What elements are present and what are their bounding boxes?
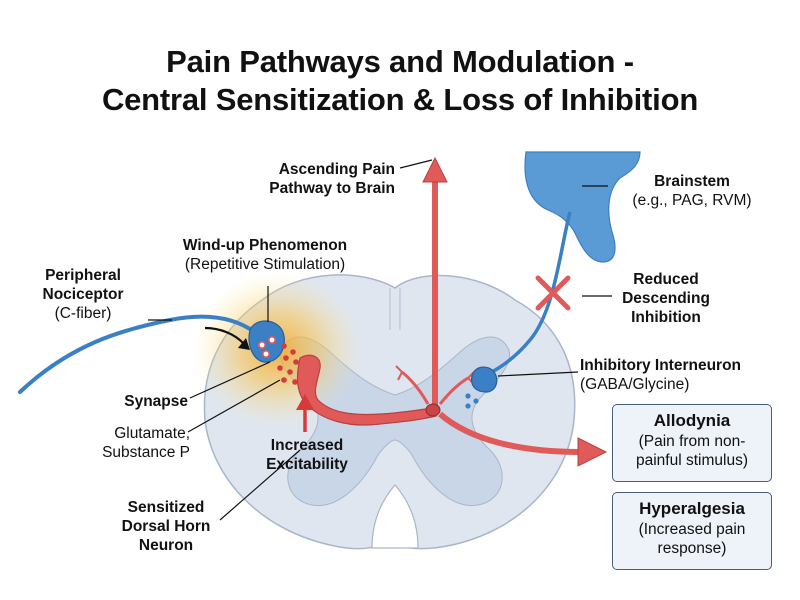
gaba-dots (465, 393, 479, 409)
interneuron-label: Inhibitory Interneuron (GABA/Glycine) (580, 357, 742, 393)
inhibitory-terminal (471, 366, 498, 393)
page-title-line2: Central Sensitization & Loss of Inhibiti… (101, 82, 699, 117)
ascending-arrowhead (422, 156, 448, 183)
peripheral-nociceptor-fiber (18, 314, 264, 394)
reduced-inhibition-label: Reduced Descending Inhibition (622, 271, 710, 326)
page-title-line1: Pain Pathways and Modulation - (166, 44, 634, 79)
nociceptor-terminal (248, 320, 285, 363)
descending-fiber (487, 211, 572, 376)
ascending-label: Ascending Pain Pathway to Brain (269, 161, 395, 197)
synapse-pointer-arrow (204, 326, 245, 345)
ventral-fissure (371, 484, 419, 549)
sensitized-neuron-label: Sensitized Dorsal Horn Neuron (121, 499, 211, 554)
neurotransmitter-label: Glutamate, Substance P (102, 425, 190, 461)
output-arrowhead (577, 437, 608, 467)
brainstem-shape (524, 151, 641, 263)
leader-lines (148, 159, 612, 521)
synapse-label: Synapse (124, 393, 188, 410)
reduced-inhibition-x-icon (535, 275, 571, 311)
excitability-label: Increased Excitability (266, 437, 348, 473)
brainstem-label: Brainstem (e.g., PAG, RVM) (632, 173, 752, 209)
windup-label: Wind-up Phenomenon (Repetitive Stimulati… (182, 237, 348, 273)
nociceptor-label: Peripheral Nociceptor (C-fiber) (42, 267, 124, 322)
allodynia-box: Allodynia (Pain from non- painful stimul… (612, 404, 772, 482)
output-pathway (438, 411, 581, 455)
hyperalgesia-box: Hyperalgesia (Increased pain response) (612, 492, 772, 570)
